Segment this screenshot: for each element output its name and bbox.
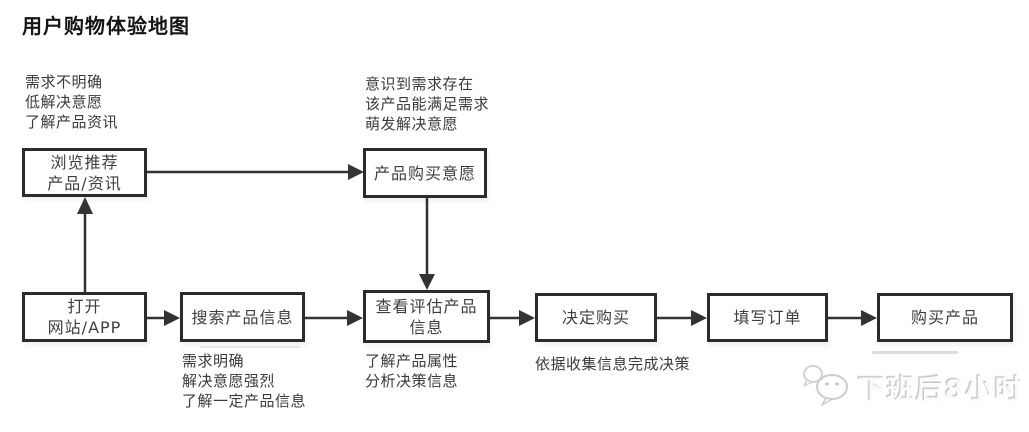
node-label-line: 网站/APP: [47, 318, 122, 337]
annotation-line: 萌发解决意愿: [365, 115, 459, 133]
annotation-decision-basis: 依据收集信息完成决策: [535, 354, 690, 374]
annotation-line: 了解一定产品信息: [182, 392, 307, 410]
node-label-line: 浏览推荐: [50, 152, 119, 172]
annotation-vague-need: 需求不明确 低解决意愿 了解产品资讯: [25, 72, 118, 132]
node-label-line: 产品购买意愿: [373, 163, 476, 183]
annotation-line: 分析决策信息: [365, 372, 459, 390]
annotation-line: 意识到需求存在: [365, 75, 474, 93]
node-label-line: 决定购买: [561, 308, 630, 327]
node-evaluate-product: 查看评估产品 信息: [363, 290, 490, 343]
annotation-line: 了解产品资讯: [25, 113, 119, 131]
annotation-line: 低解决意愿: [25, 93, 103, 111]
arrow-search-to-evaluate: [305, 310, 363, 326]
node-decide-purchase: 决定购买: [535, 293, 657, 342]
page-title: 用户购物体验地图: [22, 14, 190, 38]
chat-bubbles-icon: [800, 362, 852, 412]
arrow-open-to-browse: [77, 197, 93, 292]
arrow-browse-to-intent: [147, 164, 364, 180]
watermark-text: 下班后8小时: [858, 374, 1024, 406]
node-label-line: 填写订单: [733, 308, 802, 327]
arrow-evaluate-to-decide: [490, 310, 535, 326]
annotation-line: 该产品能满足需求: [365, 95, 490, 113]
node-purchase-product: 购买产品: [877, 293, 1013, 342]
node-fill-order: 填写订单: [707, 293, 828, 342]
annotation-line: 依据收集信息完成决策: [535, 355, 691, 373]
node-label-line: 信息: [409, 317, 444, 337]
watermark: 下班后8小时: [800, 362, 1024, 412]
node-open-website: 打开 网站/APP: [22, 292, 147, 342]
annotation-line: 了解产品属性: [365, 352, 459, 370]
annotation-learn-attribute: 了解产品属性 分析决策信息: [365, 351, 458, 391]
node-label-line: 打开: [67, 297, 102, 316]
arrow-open-to-search: [147, 310, 180, 326]
node-browse-recommend: 浏览推荐 产品/资讯: [22, 148, 147, 197]
annotation-line: 需求明确: [182, 352, 245, 370]
arrow-order-to-purchase: [828, 310, 877, 326]
annotation-line: 解决意愿强烈: [182, 372, 276, 390]
annotation-line: 需求不明确: [25, 73, 103, 91]
shadow-smudge: [872, 351, 958, 354]
annotation-aware-need: 意识到需求存在 该产品能满足需求 萌发解决意愿: [365, 74, 489, 134]
shadow-smudge: [200, 346, 300, 348]
node-label-line: 购买产品: [910, 308, 979, 327]
arrow-decide-to-order: [657, 310, 707, 326]
node-label-line: 搜索产品信息: [191, 307, 294, 327]
node-label-line: 查看评估产品: [375, 296, 478, 316]
node-purchase-intent: 产品购买意愿: [363, 148, 487, 198]
node-label-line: 产品/资讯: [47, 173, 122, 193]
annotation-clear-need: 需求明确 解决意愿强烈 了解一定产品信息: [182, 351, 306, 411]
arrow-intent-to-evaluate: [419, 198, 435, 290]
node-search-product: 搜索产品信息: [180, 292, 305, 342]
